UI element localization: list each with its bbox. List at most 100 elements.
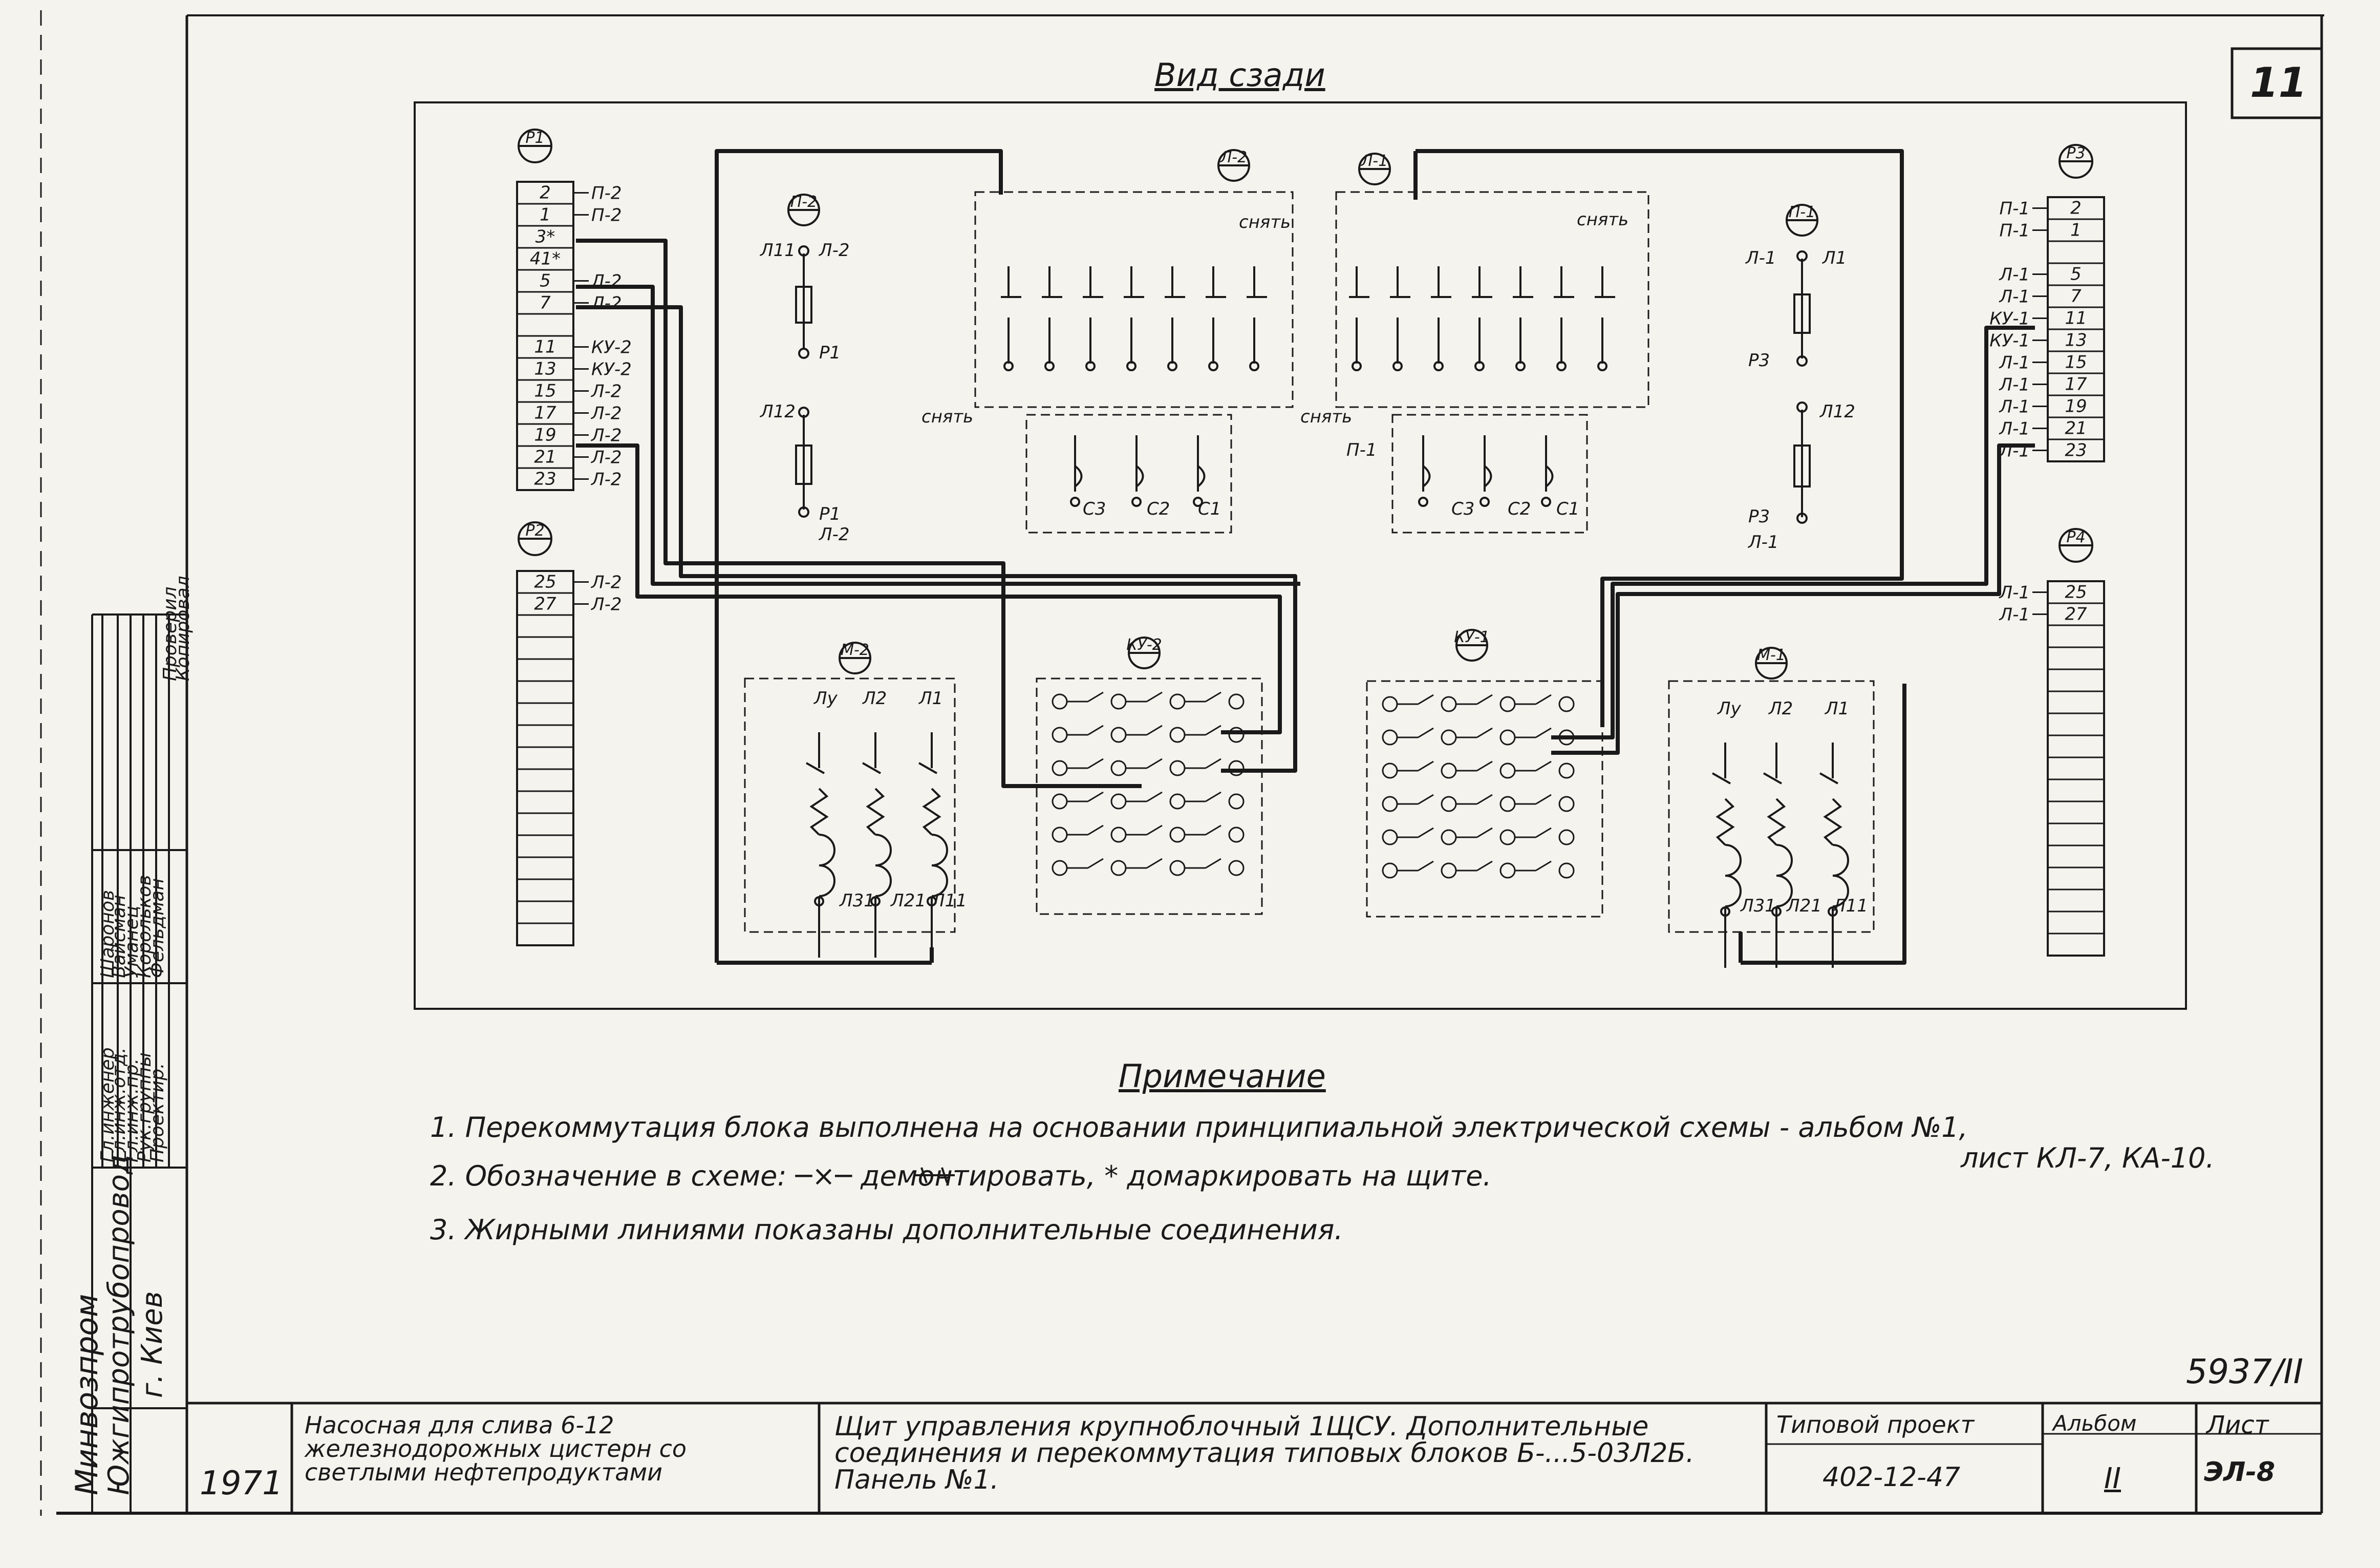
stamp-number: 5937/II	[2186, 1352, 2304, 1391]
object-name: Насосная для слива 6-12 железнодорожных …	[305, 1411, 687, 1486]
label-c1-a: С1	[1198, 499, 1221, 519]
label-remove-1: снять	[1239, 212, 1291, 232]
view-title: Вид сзади	[1154, 56, 1325, 94]
right-strip-wire-label: Л-1	[1999, 397, 2030, 417]
label-l2c-a: Л2	[862, 688, 887, 709]
left-strip-2-wire-label: Л-2	[590, 573, 621, 593]
left-strip-terminal: 11	[534, 336, 556, 357]
label-p1-a: П-1	[1346, 440, 1377, 460]
label-l31-b: Л31	[1740, 896, 1776, 916]
label-c3-a: С3	[1083, 499, 1106, 519]
side-stamp	[91, 613, 187, 1513]
label-l21-a: Л21	[890, 891, 926, 911]
label-l31-a: Л31	[839, 891, 875, 911]
note-1: 1. Перекоммутация блока выполнена на осн…	[430, 1111, 1968, 1143]
label-remove-3: снять	[1577, 209, 1628, 230]
label-r3-a: Р3	[1748, 350, 1770, 371]
drawing-title: Щит управления крупноблочный 1ЩСУ. Допол…	[834, 1411, 1695, 1495]
label-l1-b: Л-1	[1747, 532, 1778, 553]
block-label-p2: П-2	[790, 193, 817, 211]
left-strip-terminal: 13	[534, 358, 556, 379]
right-strip-2-terminal: 25	[2065, 582, 2087, 602]
right-strip-wire-label: Л-1	[1999, 265, 2030, 285]
label-l2c-b: Л2	[1768, 698, 1793, 719]
right-strip-wire-label: П-1	[2000, 221, 2030, 241]
name-5: Фельдман	[147, 878, 168, 978]
album-label: Альбом	[2053, 1411, 2137, 1436]
block-label-r1: Р1	[525, 129, 544, 147]
label-ly-b: Лу	[1717, 698, 1742, 719]
left-strip-wire-label: П-2	[591, 183, 621, 204]
right-strip-terminal: 13	[2065, 330, 2087, 350]
label-l2-b: Л-2	[818, 524, 849, 545]
note-2: 2. Обозначение в схеме: ─×─ демонтироват…	[430, 1160, 1492, 1192]
left-strip-wire-label: Л-2	[590, 448, 621, 468]
block-label-ku2: КУ-2	[1126, 636, 1162, 654]
label-remove-2: снять	[921, 407, 973, 427]
copied-label: Копировал	[173, 576, 194, 681]
left-strip-terminal: 41*	[530, 248, 561, 269]
label-c2-a: С2	[1147, 499, 1170, 519]
block-marker-labels: Р1 Р2 Р3 Р4 П-2 Л-2 Л-1 П-1 М-2 КУ-2 КУ-…	[525, 129, 2085, 664]
org-institute: Южгипротрубопровод	[102, 1154, 136, 1495]
left-strip-wire-label: П-2	[591, 205, 621, 226]
left-strip-terminal: 21	[534, 447, 556, 467]
label-remove-4: снять	[1300, 407, 1352, 427]
right-strip-2-wire-label: Л-1	[1999, 583, 2030, 603]
terminal-strip-right: 2П-11П-15Л-17Л-111КУ-113КУ-115Л-117Л-119…	[1989, 196, 2105, 462]
label-l1c-b: Л1	[1824, 698, 1849, 719]
right-strip-2-terminal: 27	[2065, 604, 2087, 624]
right-strip-wire-label: Л-1	[1999, 419, 2030, 439]
note-1-continued: лист КЛ-7, КА-10.	[1961, 1142, 2215, 1174]
block-label-m1: М-1	[1757, 646, 1786, 664]
right-strip-terminal: 7	[2070, 286, 2082, 306]
right-strip-terminal: 11	[2065, 308, 2087, 328]
left-strip-wire-label: Л-2	[590, 293, 621, 314]
label-r1-b: Р1	[819, 504, 841, 524]
left-strip-2-terminal: 25	[534, 571, 556, 592]
right-strip-terminal: 21	[2065, 418, 2087, 438]
right-strip-2-wire-label: Л-1	[1999, 605, 2030, 625]
block-label-m2: М-2	[841, 641, 869, 659]
label-l11-a: Л11	[931, 891, 967, 911]
right-strip-wire-label: Л-1	[1999, 375, 2030, 395]
project-label: Типовой проект	[1776, 1411, 1975, 1438]
year: 1971	[200, 1465, 283, 1502]
right-strip-terminal: 2	[2070, 198, 2082, 218]
left-strip-2-wire-label: Л-2	[590, 595, 621, 615]
sheet-code: ЭЛ-8	[2204, 1457, 2276, 1488]
note-3: 3. Жирными линиями показаны дополнительн…	[430, 1214, 1343, 1246]
org-name: Минвозпром	[69, 1294, 105, 1495]
left-strip-wire-label: Л-2	[590, 470, 621, 490]
block-label-l1: Л-1	[1361, 152, 1388, 170]
left-strip-terminal: 23	[534, 469, 556, 489]
block-label-r3: Р3	[2066, 144, 2085, 162]
left-strip-wire-label: КУ-2	[591, 337, 632, 358]
right-strip-terminal: 17	[2065, 374, 2087, 394]
remove-marks	[914, 1167, 955, 1183]
left-strip-wire-label: Л-2	[590, 382, 621, 402]
block-label-p1: П-1	[1789, 203, 1815, 221]
left-strip-terminal: 7	[540, 292, 551, 313]
role-designer: Проектир.	[147, 1063, 168, 1162]
fuse-schematics	[795, 245, 1811, 524]
left-strip-wire-label: КУ-2	[591, 359, 632, 380]
block-label-l2: Л-2	[1220, 149, 1247, 166]
contact-labels: Л11 Л-2 Л12 Р1 Р1 Л-2 снять снять снять …	[759, 209, 1868, 916]
control-key-boards	[1052, 691, 1575, 879]
label-c1-b: С1	[1556, 499, 1579, 519]
block-label-r4: Р4	[2066, 528, 2085, 546]
coil-schematics	[806, 732, 1849, 968]
left-strip-terminal: 15	[534, 380, 556, 401]
left-strip-2-terminal: 27	[534, 594, 556, 614]
left-strip-terminal: 19	[534, 425, 556, 445]
block-label-ku1: КУ-1	[1454, 628, 1490, 646]
label-l1c-a: Л1	[918, 688, 943, 709]
left-strip-terminal: 17	[534, 402, 556, 423]
notes-title: Примечание	[1119, 1057, 1326, 1095]
label-l12: Л12	[759, 401, 796, 422]
